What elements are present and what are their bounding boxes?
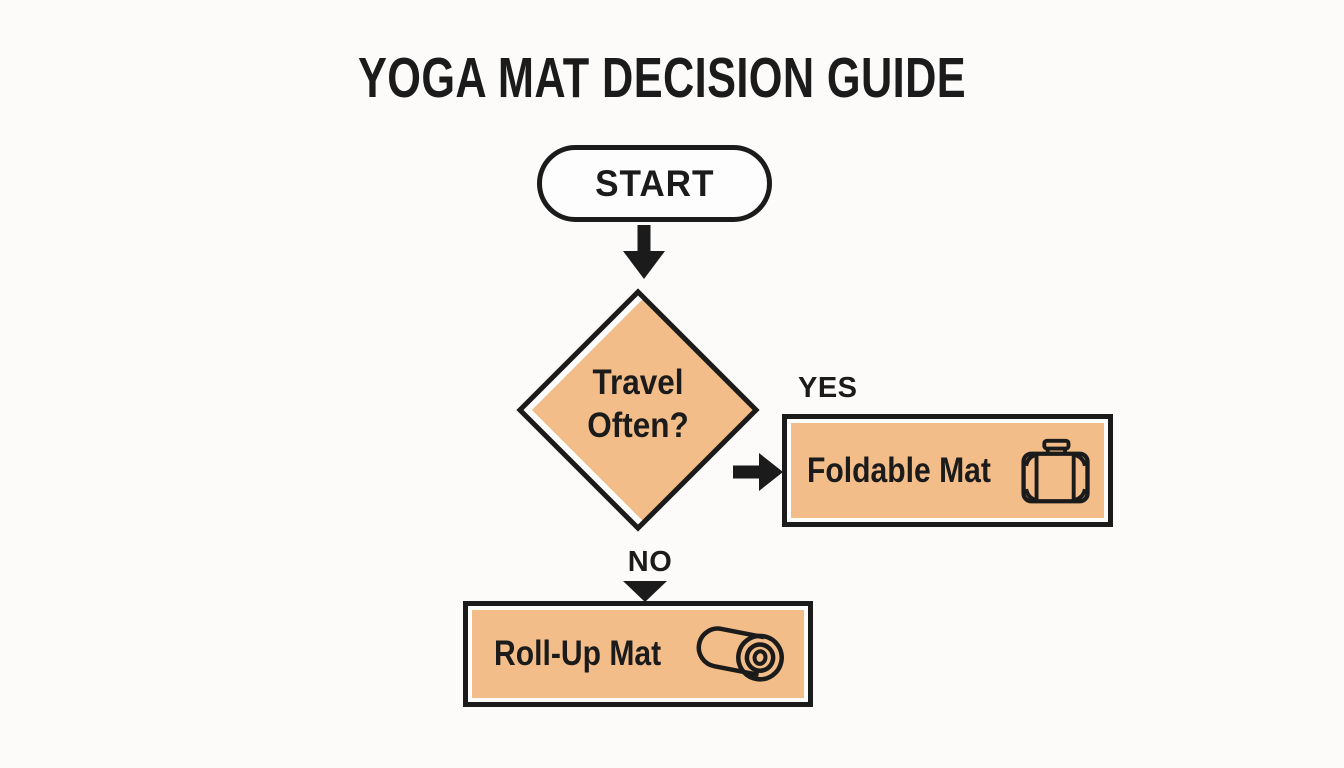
decision-label: Travel Often? [587,363,689,446]
suitcase-icon [1021,438,1090,503]
no-branch-label: NO [627,546,673,578]
start-node: START [537,145,772,222]
arrow-right-icon [733,453,783,491]
yes-branch-label: YES [798,372,858,404]
result-box-rollup: Roll-Up Mat [463,601,813,707]
result-box-foldable: Foldable Mat [782,414,1113,527]
arrow-down-icon [623,225,665,279]
page-title: YOGA MAT DECISION GUIDE [357,46,967,110]
rollup-mat-label: Roll-Up Mat [494,634,662,673]
start-label: START [594,162,715,204]
foldable-mat-label: Foldable Mat [807,450,991,490]
arrowhead-down-icon [623,581,667,602]
rolled-mat-icon [697,626,785,682]
